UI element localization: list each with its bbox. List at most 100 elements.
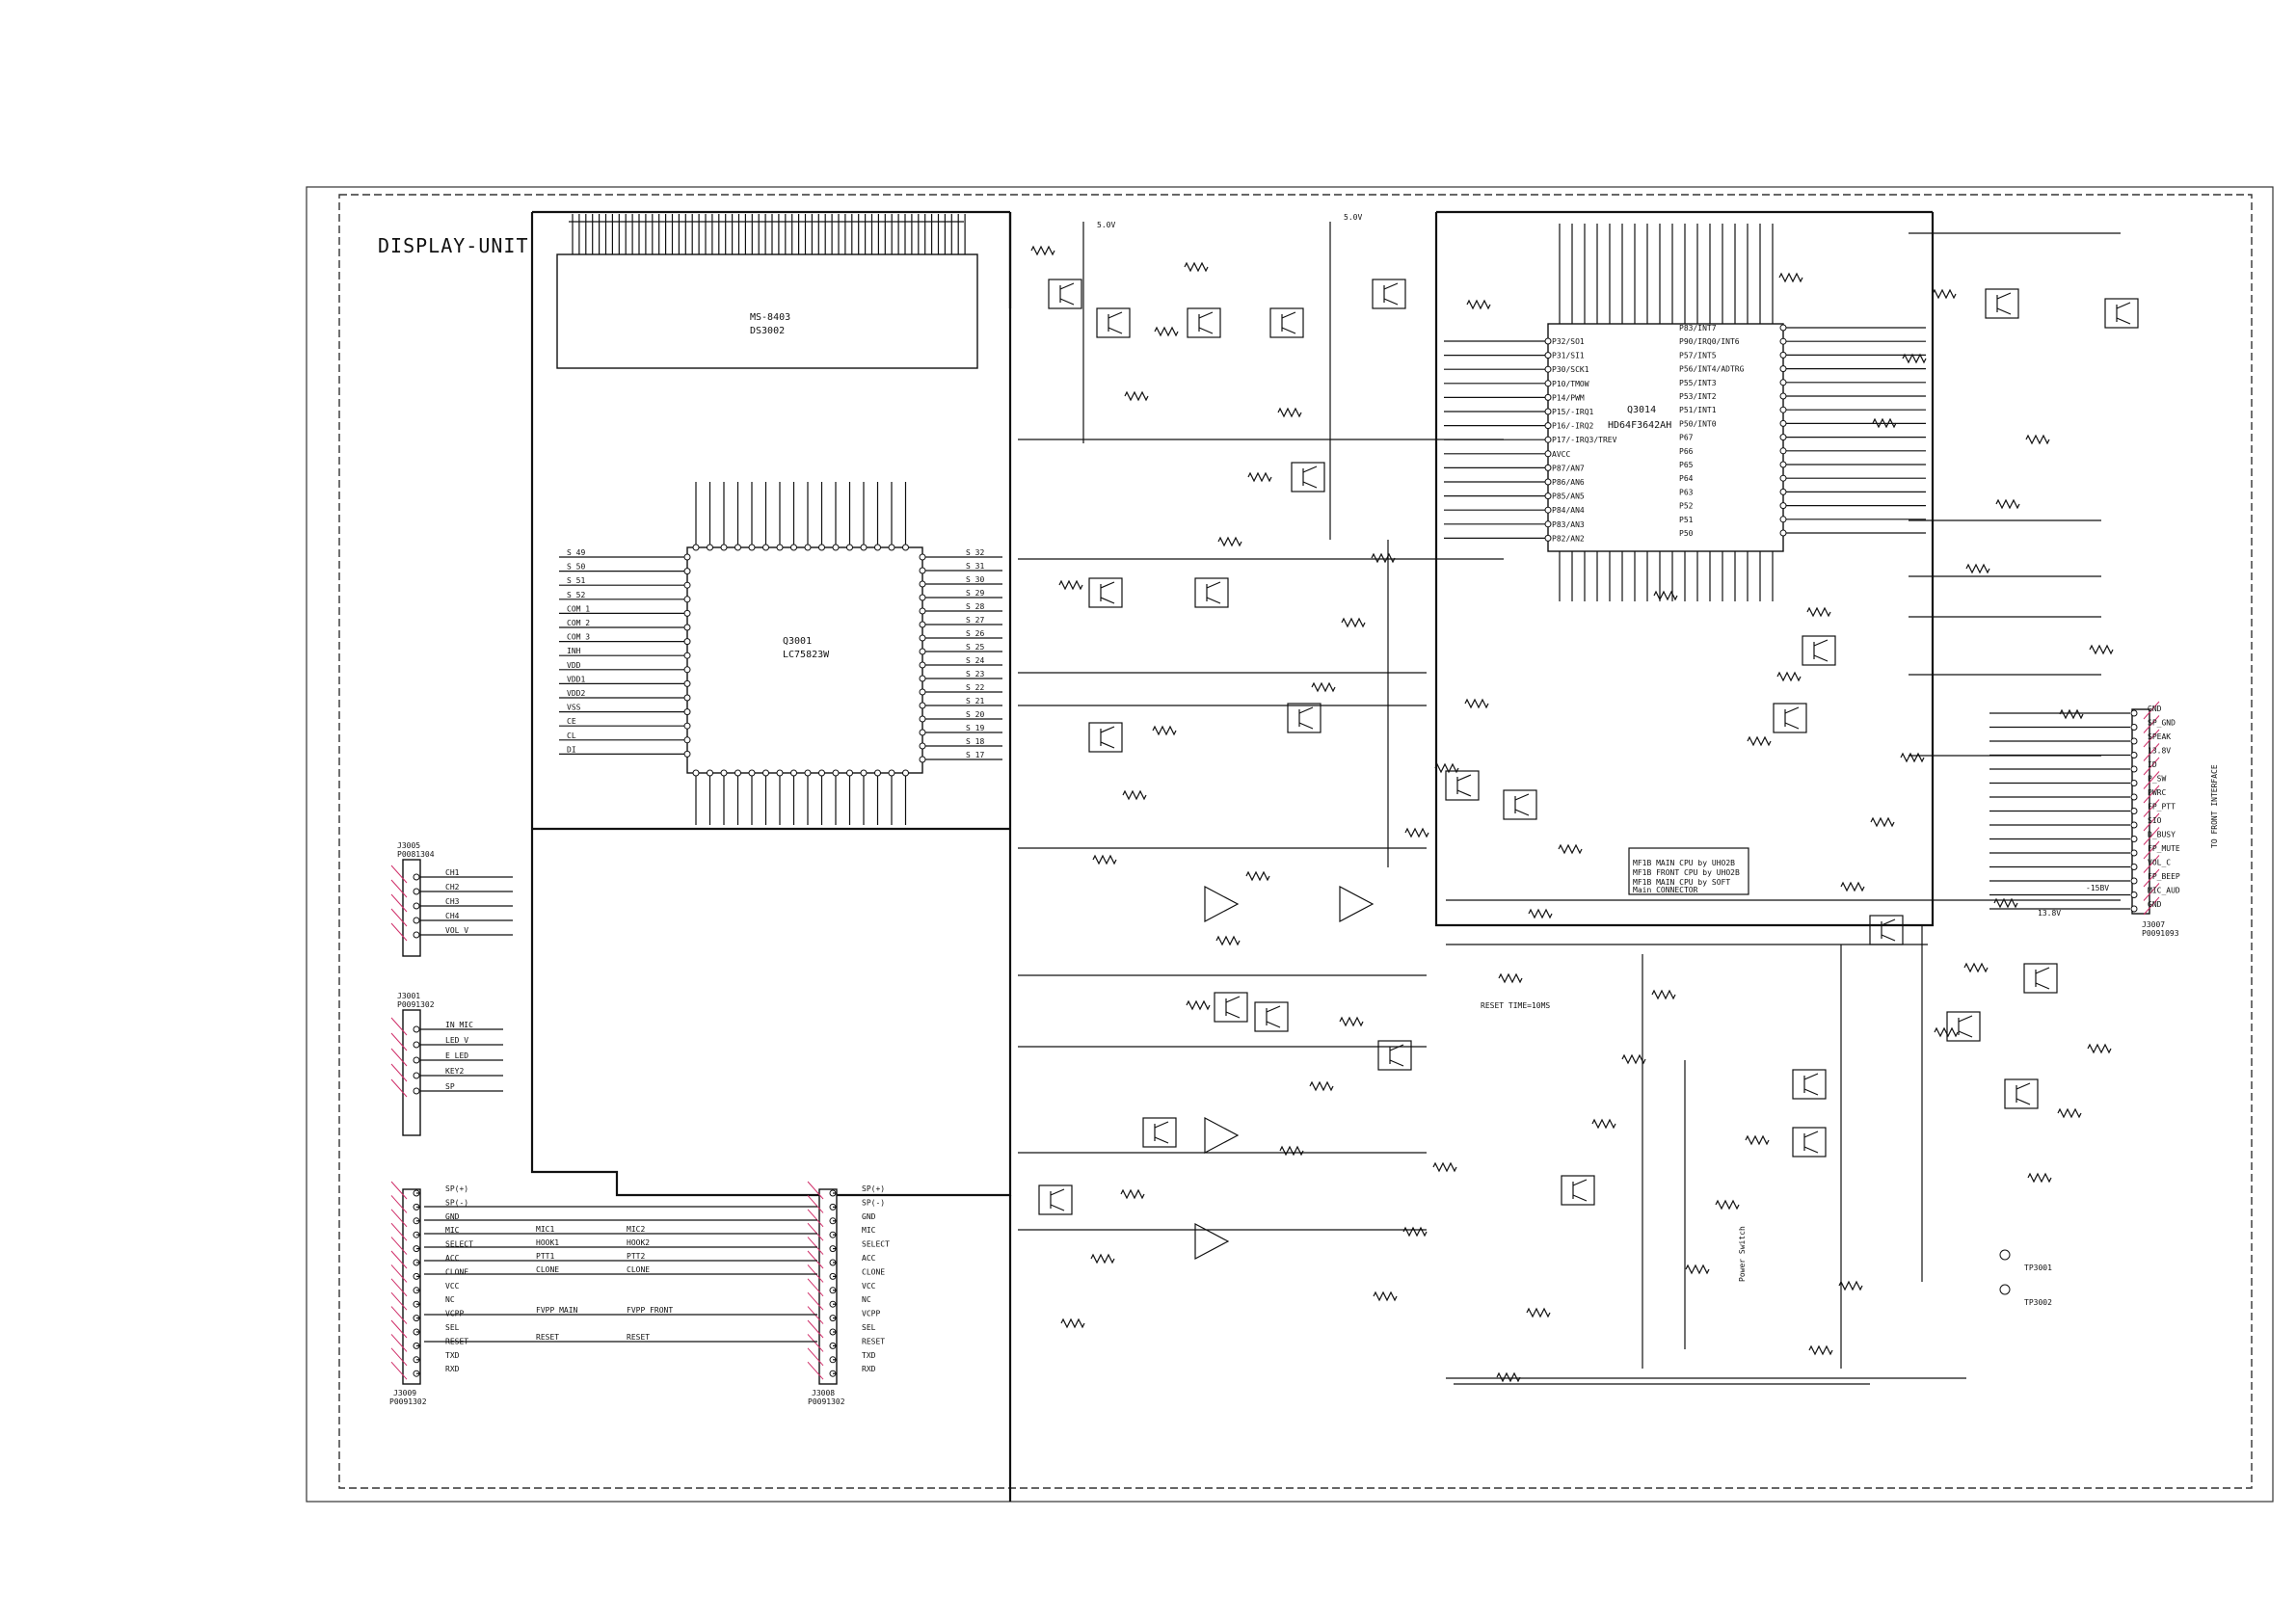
cpu-right-pin-label: P63: [1679, 488, 1694, 496]
drawing-frame: [306, 186, 2274, 1503]
driver-right-pin-label: S_24: [966, 656, 984, 665]
connector-signal-label: RESET: [862, 1337, 885, 1345]
driver-left-pin-label: VSS: [567, 704, 581, 712]
cpu-left-pin-label: P14/PWM: [1552, 393, 1585, 402]
connector-signal-label: SPEAK: [2148, 732, 2171, 741]
cpu-left-pin-label: P82/AN2: [1552, 534, 1585, 543]
connector-signal-label: SP(+): [445, 1184, 468, 1193]
connector-signal-label: ID: [2148, 760, 2157, 769]
connector-j3008: J3008 P0091302 SP(+)SP(-)GNDMICSELECTACC…: [807, 1181, 890, 1406]
cpu-left-pins: P32/SO1P31/SI1P30/SCK1P10/TMOWP14/PWMP15…: [1444, 337, 1617, 543]
driver-ref: Q3001: [783, 636, 812, 647]
connector-signal-label: SP(-): [445, 1198, 468, 1207]
connector-signal-label: SP_GND: [2148, 719, 2176, 728]
connector-signal-label: SP: [445, 1082, 455, 1091]
driver-right-pin-label: S_25: [966, 643, 984, 652]
connector-signal-label: ACC: [445, 1254, 460, 1263]
connector-signal-label: CH2: [445, 883, 460, 891]
driver-left-pin-label: S_50: [567, 563, 585, 572]
connector-signal-label: CLONE: [862, 1267, 885, 1276]
connector-signal-label: FP_MUTE: [2148, 844, 2180, 853]
driver-left-pin-label: COM_3: [567, 633, 590, 642]
cpu-left-pin-label: P83/AN3: [1552, 520, 1585, 529]
connector-signal-label: TXD: [862, 1351, 876, 1360]
cpu-top-pins: [1559, 224, 1774, 324]
driver-left-pin-label: INH: [567, 647, 581, 655]
svg-text:P0091302: P0091302: [389, 1397, 427, 1406]
connector-signal-label: GND: [445, 1212, 460, 1221]
lcd-pin-lines: [569, 214, 966, 254]
connector-signal-label: TXD: [445, 1351, 460, 1360]
connector-signal-label: CH3: [445, 897, 460, 906]
lcd-module: MS-8403 DS3002: [556, 214, 978, 369]
connector-signal-label: NC: [862, 1295, 871, 1304]
connector-signal-label: SELECT: [445, 1240, 473, 1249]
cpu-left-pin-label: P30/SCK1: [1552, 365, 1589, 374]
bus-label-right: PTT2: [627, 1252, 645, 1261]
connector-j3007: J3007 P0091093 GNDSP_GNDSPEAK13.8VIDP_SW…: [1989, 701, 2219, 938]
cpu-right-pin-label: P56/INT4/ADTRG: [1679, 365, 1745, 374]
bus-label-left: PTT1: [536, 1252, 554, 1261]
connector-signal-label: SP(-): [862, 1198, 885, 1207]
driver-left-pin-label: CE: [567, 717, 576, 726]
driver-right-pin-label: S_20: [966, 710, 984, 719]
lcd-body: [556, 253, 978, 369]
driver-right-pin-label: S_22: [966, 683, 984, 692]
driver-body: [686, 546, 923, 774]
connector-signal-label: GND: [862, 1212, 876, 1221]
connector-signal-label: KEY2: [445, 1067, 464, 1076]
connector-signal-label: VCC: [445, 1282, 460, 1290]
driver-left-pin-label: COM_1: [567, 604, 590, 613]
driver-right-pin-label: S_27: [966, 616, 984, 625]
cpu-right-pin-label: P51: [1679, 516, 1694, 524]
lcd-name: MS-8403: [750, 312, 790, 323]
cpu-right-pin-label: P66: [1679, 447, 1694, 456]
unit-title: DISPLAY-UNIT: [378, 234, 529, 257]
svg-text:P0091302: P0091302: [397, 1000, 435, 1009]
cpu-right-pin-label: P55/INT3: [1679, 379, 1717, 387]
cpu-left-pin-label: P85/AN5: [1552, 492, 1585, 501]
cpu-right-pin-label: P50: [1679, 529, 1694, 538]
driver-left-pin-label: S_52: [567, 591, 585, 599]
connector-signal-label: VCPP: [862, 1310, 880, 1318]
connector-signal-label: P_SW: [2148, 775, 2166, 784]
bus-label-left: HOOK1: [536, 1238, 559, 1247]
driver-left-pins: S_49S_50S_51S_52COM_1COM_2COM_3INHVDDVDD…: [559, 548, 691, 758]
connector-signal-label: MIC_AUD: [2148, 887, 2180, 895]
driver-right-pin-label: S_32: [966, 548, 984, 557]
svg-text:-15BV: -15BV: [2086, 884, 2109, 892]
cpu-right-pin-label: P64: [1679, 474, 1694, 483]
notes: RESET TIME=10MS MF1B MAIN CPU by UHO2B M…: [1481, 847, 1749, 1010]
driver-left-pin-label: S_49: [567, 548, 585, 557]
connector-signal-label: CH4: [445, 912, 460, 920]
connector-signal-label: FP_BEEP: [2148, 872, 2180, 881]
cpu-left-pin-label: P31/SI1: [1552, 352, 1585, 360]
cpu-left-pin-label: P32/SO1: [1552, 337, 1585, 346]
driver-right-pin-label: S_29: [966, 589, 984, 598]
cpu-ic: Q3014 HD64F3642AH P32/SO1P31/SI1P30/SCK1…: [1444, 224, 1926, 601]
bus-boundaries: [530, 210, 1935, 1502]
cpu-left-pin-label: P84/AN4: [1552, 506, 1585, 515]
connector-signal-label: CLONE: [445, 1267, 468, 1276]
driver-left-pin-label: VDD1: [567, 675, 585, 683]
cpu-right-pin-label: P83/INT7: [1679, 324, 1717, 333]
svg-text:J3008: J3008: [812, 1389, 835, 1397]
connector-signal-label: VOL_C: [2148, 859, 2171, 867]
svg-text:P0091302: P0091302: [808, 1397, 845, 1406]
svg-text:J3007: J3007: [2142, 920, 2165, 929]
cpu-left-pin-label: AVCC: [1552, 450, 1570, 459]
bus-label-left: MIC1: [536, 1225, 554, 1234]
bus-label-right: MIC2: [627, 1225, 645, 1234]
cpu-body: [1547, 323, 1784, 552]
driver-ic: Q3001 LC75823W S_49S_50S_51S_52COM_1COM_…: [559, 482, 1002, 825]
connector-signal-label: VCPP: [445, 1310, 464, 1318]
svg-text:RESET TIME=10MS: RESET TIME=10MS: [1481, 1001, 1550, 1010]
driver-right-pin-label: S_19: [966, 724, 984, 732]
svg-text:J3005: J3005: [397, 841, 420, 850]
connector-signal-label: RXD: [445, 1365, 460, 1373]
connector-signal-label: RXD: [862, 1365, 876, 1373]
connector-signal-label: SEL: [862, 1323, 876, 1332]
lcd-ref: DS3002: [750, 326, 785, 336]
